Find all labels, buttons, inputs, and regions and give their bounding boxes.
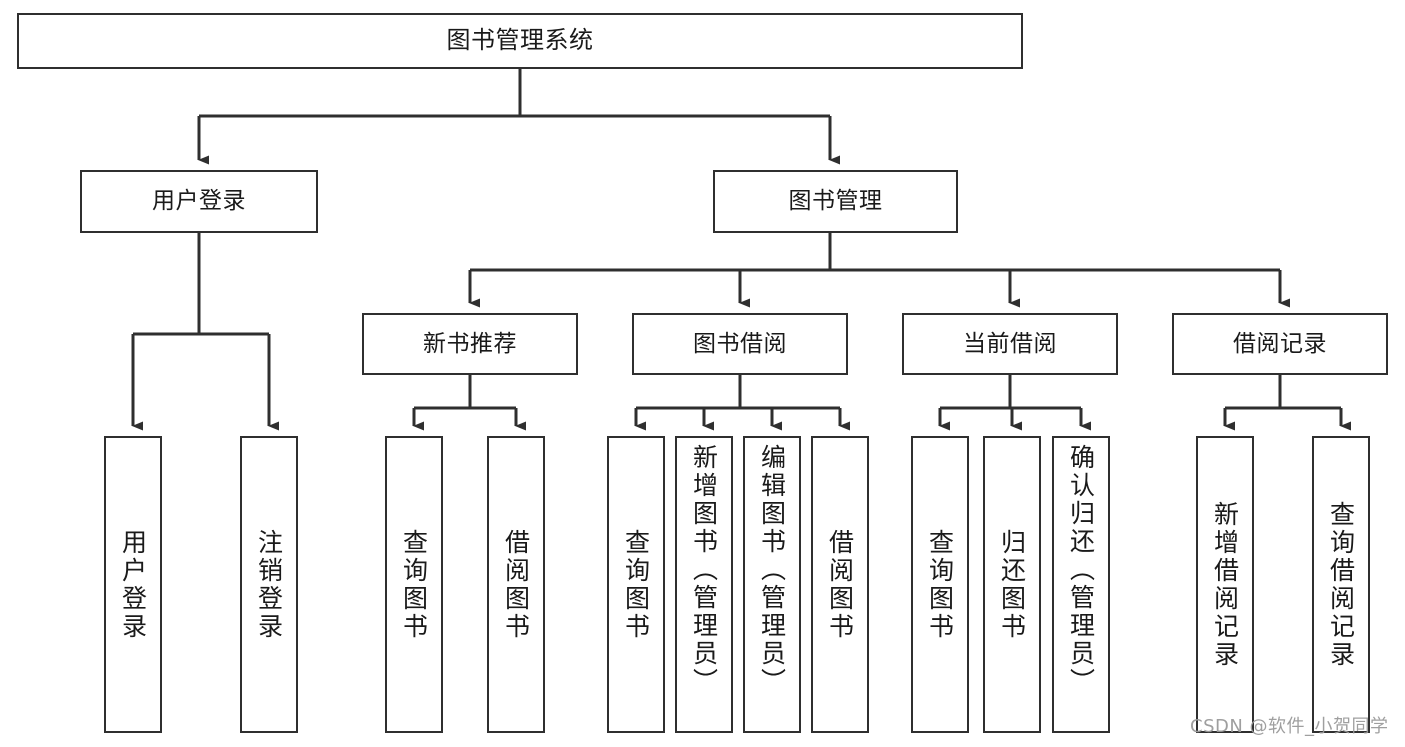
node-leaf-add-book[interactable]: 新增图书（管理员）: [675, 436, 733, 733]
node-leaf-borrow-book-recommend[interactable]: 借阅图书: [487, 436, 545, 733]
node-leaf-query-book-current[interactable]: 查询图书: [911, 436, 969, 733]
node-leaf-borrow-book-label: 借阅图书: [825, 528, 855, 641]
node-leaf-borrow-book-recommend-label: 借阅图书: [501, 528, 531, 641]
node-leaf-add-book-label: 新增图书（管理员）: [689, 444, 719, 696]
node-borrow-record-label: 借阅记录: [1233, 330, 1327, 357]
node-leaf-query-borrow-record[interactable]: 查询借阅记录: [1312, 436, 1370, 733]
node-leaf-edit-book[interactable]: 编辑图书（管理员）: [743, 436, 801, 733]
node-leaf-edit-book-label: 编辑图书（管理员）: [757, 444, 787, 696]
node-user-login[interactable]: 用户登录: [80, 170, 318, 233]
node-root-system-label: 图书管理系统: [446, 26, 594, 55]
node-leaf-query-book-recommend[interactable]: 查询图书: [385, 436, 443, 733]
node-new-book-recommend[interactable]: 新书推荐: [362, 313, 578, 375]
node-book-borrow-label: 图书借阅: [693, 330, 787, 357]
csdn-watermark: CSDN @软件_小贺同学: [1190, 716, 1389, 737]
node-leaf-query-book-borrow-label: 查询图书: [621, 528, 651, 641]
node-current-borrow-label: 当前借阅: [963, 330, 1057, 357]
node-leaf-user-login[interactable]: 用户登录: [104, 436, 162, 733]
node-leaf-user-login-label: 用户登录: [118, 528, 148, 641]
node-leaf-query-book-borrow[interactable]: 查询图书: [607, 436, 665, 733]
node-user-login-label: 用户登录: [152, 188, 246, 215]
node-book-borrow[interactable]: 图书借阅: [632, 313, 848, 375]
node-leaf-query-book-current-label: 查询图书: [925, 528, 955, 641]
node-leaf-return-book-label: 归还图书: [997, 528, 1027, 641]
node-leaf-confirm-return-label: 确认归还（管理员）: [1066, 444, 1096, 696]
node-root-system[interactable]: 图书管理系统: [17, 13, 1023, 69]
node-leaf-confirm-return[interactable]: 确认归还（管理员）: [1052, 436, 1110, 733]
node-leaf-add-borrow-record[interactable]: 新增借阅记录: [1196, 436, 1254, 733]
node-leaf-query-book-recommend-label: 查询图书: [399, 528, 429, 641]
node-book-manage-label: 图书管理: [788, 188, 883, 215]
node-leaf-borrow-book[interactable]: 借阅图书: [811, 436, 869, 733]
node-leaf-add-borrow-record-label: 新增借阅记录: [1210, 500, 1240, 669]
node-leaf-logout-label: 注销登录: [254, 528, 284, 641]
node-new-book-recommend-label: 新书推荐: [423, 330, 517, 357]
node-current-borrow[interactable]: 当前借阅: [902, 313, 1118, 375]
node-leaf-logout[interactable]: 注销登录: [240, 436, 298, 733]
node-leaf-return-book[interactable]: 归还图书: [983, 436, 1041, 733]
node-book-manage[interactable]: 图书管理: [713, 170, 958, 233]
node-leaf-query-borrow-record-label: 查询借阅记录: [1326, 500, 1356, 669]
node-borrow-record[interactable]: 借阅记录: [1172, 313, 1388, 375]
